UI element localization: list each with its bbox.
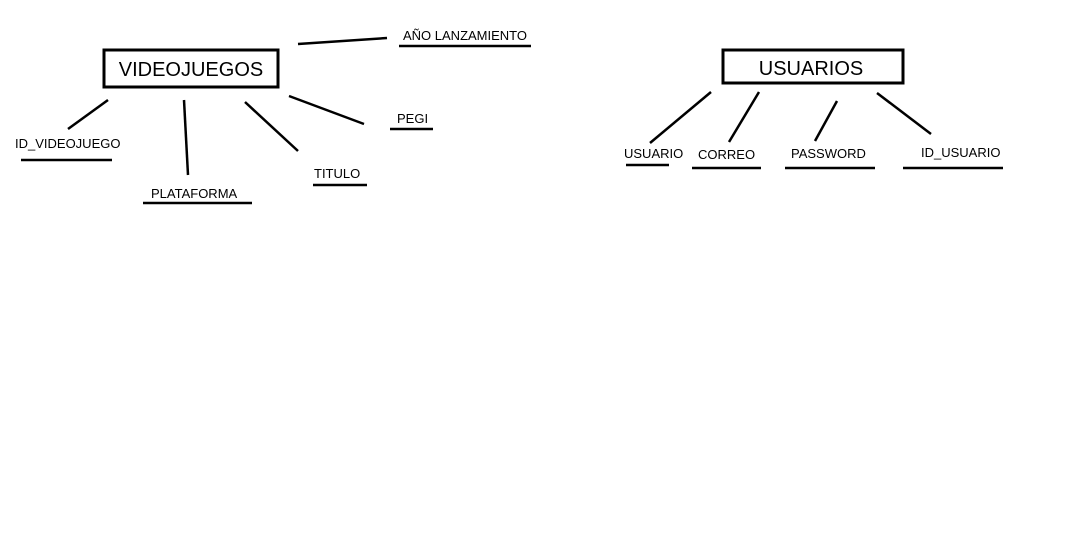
attribute-id-usuario-label: ID_USUARIO xyxy=(921,145,1000,160)
connector-videojuegos-titulo xyxy=(244,101,299,152)
connector-usuarios-id-usuario xyxy=(876,92,932,135)
attribute-pegi: PEGI xyxy=(390,111,433,131)
attribute-password: PASSWORD xyxy=(785,146,875,170)
connector-videojuegos-plataforma xyxy=(182,99,190,176)
connector-usuarios-correo xyxy=(727,91,761,143)
attribute-id-usuario: ID_USUARIO xyxy=(903,145,1003,170)
connector-usuarios-password xyxy=(813,100,839,142)
attribute-correo: CORREO xyxy=(692,147,761,170)
entity-usuarios-title: USUARIOS xyxy=(759,58,863,80)
attribute-titulo-label: TITULO xyxy=(314,166,360,181)
connector-videojuegos-ano-lanzamiento xyxy=(297,36,388,46)
entity-videojuegos: VIDEOJUEGOS xyxy=(102,48,280,89)
entity-videojuegos-box xyxy=(102,48,280,89)
entity-usuarios-box xyxy=(721,48,905,85)
attribute-id-videojuego: ID_VIDEOJUEGO xyxy=(15,136,120,162)
attribute-ano-lanzamiento: AÑO LANZAMIENTO xyxy=(399,28,531,48)
attribute-id-videojuego-label: ID_VIDEOJUEGO xyxy=(15,136,120,151)
attribute-pegi-label: PEGI xyxy=(397,111,428,126)
attribute-plataforma-label: PLATAFORMA xyxy=(151,186,238,201)
attribute-password-label: PASSWORD xyxy=(791,146,866,161)
attribute-correo-label: CORREO xyxy=(698,147,755,162)
attribute-usuario-label: USUARIO xyxy=(624,146,683,161)
connector-usuarios-usuario xyxy=(649,91,712,144)
attribute-titulo: TITULO xyxy=(313,166,367,187)
attribute-ano-lanzamiento-label: AÑO LANZAMIENTO xyxy=(403,28,527,43)
attribute-plataforma: PLATAFORMA xyxy=(143,186,252,205)
connector-videojuegos-id-videojuego xyxy=(67,98,109,131)
attribute-usuario: USUARIO xyxy=(624,146,683,167)
connector-videojuegos-pegi xyxy=(288,94,365,126)
entity-videojuegos-title: VIDEOJUEGOS xyxy=(119,59,263,81)
entity-usuarios: USUARIOS xyxy=(721,48,905,85)
